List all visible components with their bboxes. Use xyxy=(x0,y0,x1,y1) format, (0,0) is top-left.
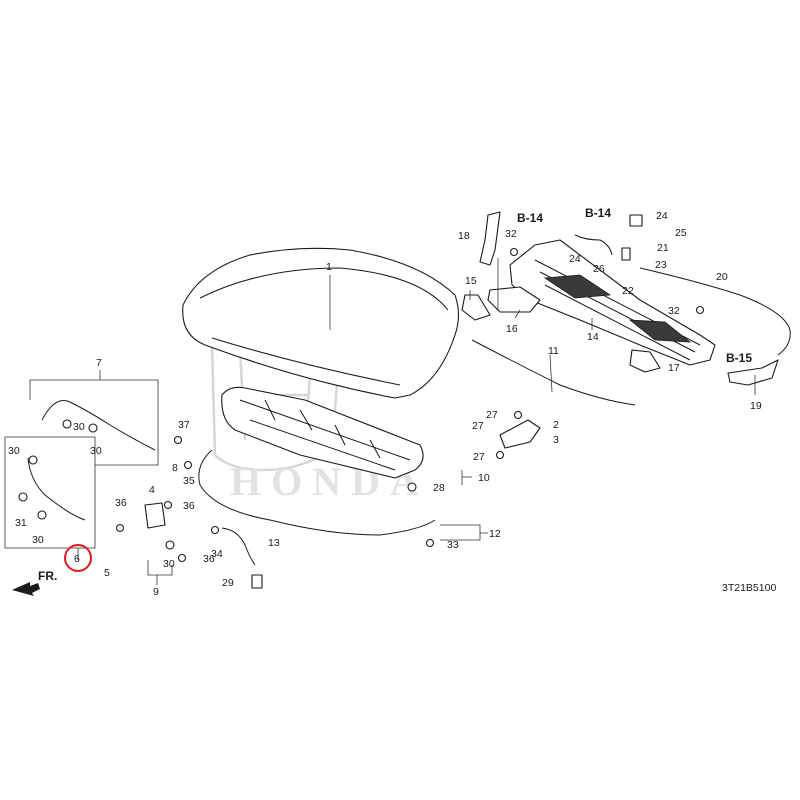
callout-4[interactable]: 4 xyxy=(149,484,155,496)
callout-27c[interactable]: 27 xyxy=(472,420,484,432)
diagram-code: 3T21B5100 xyxy=(722,582,776,594)
callout-30e[interactable]: 30 xyxy=(163,558,175,570)
weatherstrip-part[interactable] xyxy=(471,339,636,406)
washer-nozzle-part[interactable] xyxy=(629,214,643,227)
callout-5[interactable]: 5 xyxy=(104,567,110,579)
callout-10[interactable]: 10 xyxy=(478,472,490,484)
ref-label-b14-right[interactable]: B-14 xyxy=(585,206,611,220)
callout-15[interactable]: 15 xyxy=(465,275,477,287)
clip-30c[interactable] xyxy=(28,455,38,465)
callout-12[interactable]: 12 xyxy=(489,528,501,540)
clip-30e[interactable] xyxy=(165,540,175,550)
cowl-seal-20-part[interactable] xyxy=(639,267,791,356)
bolt-36a[interactable] xyxy=(163,500,173,510)
callout-27a[interactable]: 27 xyxy=(486,409,498,421)
callout-36a[interactable]: 36 xyxy=(115,497,127,509)
bolt-34[interactable] xyxy=(210,525,220,535)
callout-7[interactable]: 7 xyxy=(96,357,102,369)
cover-17-part[interactable] xyxy=(629,349,661,373)
callout-27b[interactable]: 27 xyxy=(473,451,485,463)
callout-31[interactable]: 31 xyxy=(15,517,27,529)
callout-30c[interactable]: 30 xyxy=(8,445,20,457)
callout-14[interactable]: 14 xyxy=(587,331,599,343)
callout-34[interactable]: 34 xyxy=(211,548,223,560)
stay-holder-29-part[interactable] xyxy=(251,574,263,589)
callout-19[interactable]: 19 xyxy=(750,400,762,412)
release-cable-7-part[interactable] xyxy=(41,400,156,451)
callout-6[interactable]: 6 xyxy=(74,553,80,565)
callout-8[interactable]: 8 xyxy=(172,462,178,474)
callout-16[interactable]: 16 xyxy=(506,323,518,335)
leader-lines xyxy=(4,258,756,585)
reference-labels: B-14 B-14 B-15 xyxy=(517,206,752,365)
bolt-36b[interactable] xyxy=(115,523,125,533)
callout-30d[interactable]: 30 xyxy=(32,534,44,546)
release-cable-6-part[interactable] xyxy=(27,457,86,521)
bolt-36c[interactable] xyxy=(177,553,187,563)
bolt-35[interactable] xyxy=(183,460,193,470)
callout-17[interactable]: 17 xyxy=(668,362,680,374)
fastener-clips xyxy=(18,247,705,563)
stay-rod-13-part[interactable] xyxy=(221,527,256,566)
ref-label-b14-left[interactable]: B-14 xyxy=(517,211,543,225)
callout-30a[interactable]: 30 xyxy=(73,421,85,433)
callout-21[interactable]: 21 xyxy=(657,242,669,254)
front-label: FR. xyxy=(38,569,57,583)
clip-32a[interactable] xyxy=(509,247,519,257)
callout-24a[interactable]: 24 xyxy=(656,210,668,222)
highlight-circle xyxy=(64,544,92,572)
callout-13[interactable]: 13 xyxy=(268,537,280,549)
callout-30b[interactable]: 30 xyxy=(90,445,102,457)
callout-29[interactable]: 29 xyxy=(222,577,234,589)
clip-27a[interactable] xyxy=(513,410,523,420)
cover-16-part[interactable] xyxy=(487,286,541,313)
clip-27b[interactable] xyxy=(495,450,505,460)
clip-32b[interactable] xyxy=(695,305,705,315)
clip-31[interactable] xyxy=(18,492,28,502)
clip-28[interactable] xyxy=(407,482,417,492)
callout-1[interactable]: 1 xyxy=(326,261,332,273)
bolt-37[interactable] xyxy=(173,435,183,445)
washer-hose-part[interactable] xyxy=(574,234,613,256)
callout-18[interactable]: 18 xyxy=(458,230,470,242)
callout-36c[interactable]: 36 xyxy=(203,553,215,565)
washer-joint-part[interactable] xyxy=(621,247,631,261)
callout-25[interactable]: 25 xyxy=(675,227,687,239)
callout-23[interactable]: 23 xyxy=(655,259,667,271)
callout-26[interactable]: 26 xyxy=(593,263,605,275)
callout-24b[interactable]: 24 xyxy=(569,253,581,265)
cover-15-part[interactable] xyxy=(461,294,491,321)
callout-20[interactable]: 20 xyxy=(716,271,728,283)
hood-part[interactable] xyxy=(182,247,460,399)
hinge-part[interactable] xyxy=(499,419,541,449)
callout-35[interactable]: 35 xyxy=(183,475,195,487)
callout-32a[interactable]: 32 xyxy=(505,228,517,240)
callout-9[interactable]: 9 xyxy=(153,586,159,598)
callout-labels: 1 2 3 4 5 6 7 8 9 10 11 12 13 14 15 16 1… xyxy=(8,210,762,598)
callout-2[interactable]: 2 xyxy=(553,419,559,431)
callout-36b[interactable]: 36 xyxy=(183,500,195,512)
callout-22[interactable]: 22 xyxy=(622,285,634,297)
hood-insulator-part[interactable] xyxy=(221,386,424,479)
front-direction-arrow: FR. xyxy=(12,569,57,596)
cowl-side-seal-part[interactable] xyxy=(479,211,501,266)
callout-3[interactable]: 3 xyxy=(553,434,559,446)
clip-30b[interactable] xyxy=(88,423,98,433)
cowl-top-part[interactable] xyxy=(509,239,716,366)
ref-label-b15[interactable]: B-15 xyxy=(726,351,752,365)
clip-33[interactable] xyxy=(425,538,435,548)
clip-30a[interactable] xyxy=(62,419,72,429)
cowl-end-seal-part[interactable] xyxy=(727,359,779,386)
hood-latch-part[interactable] xyxy=(144,502,166,529)
callout-28[interactable]: 28 xyxy=(433,482,445,494)
clip-30d[interactable] xyxy=(37,510,47,520)
callout-37[interactable]: 37 xyxy=(178,419,190,431)
callout-32b[interactable]: 32 xyxy=(668,305,680,317)
hood-seal-part[interactable] xyxy=(198,449,436,536)
callout-11[interactable]: 11 xyxy=(548,345,559,357)
callout-33[interactable]: 33 xyxy=(447,539,459,551)
